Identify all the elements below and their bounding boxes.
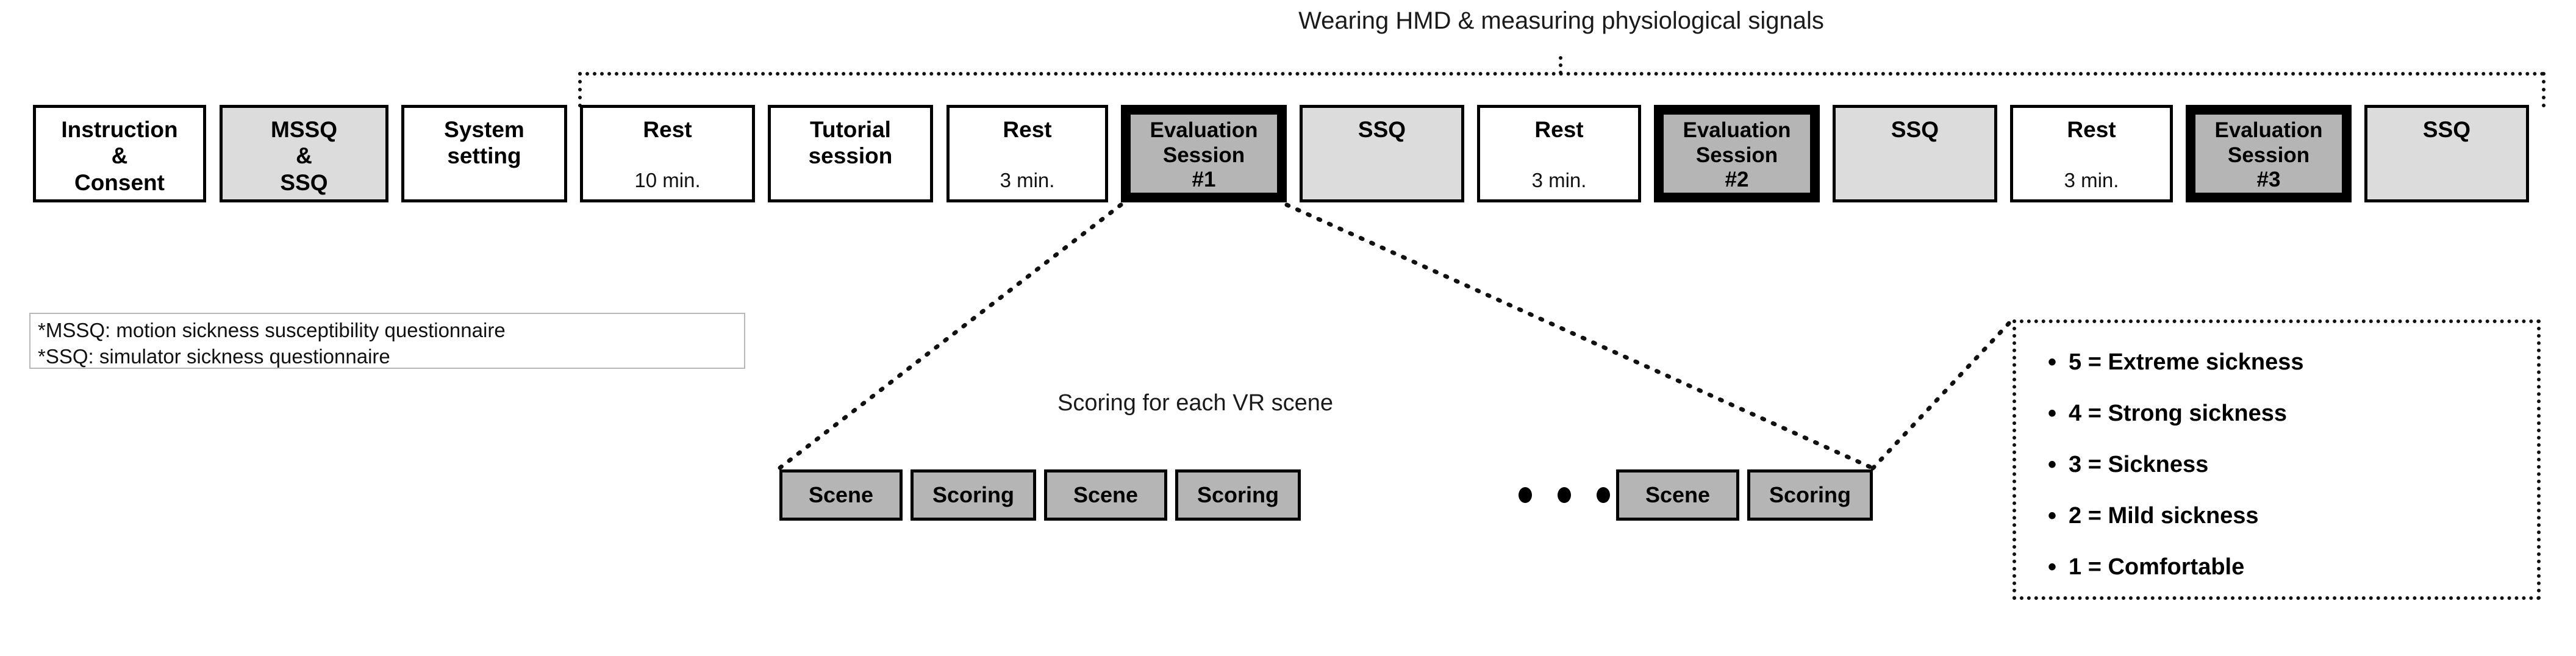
timeline-box-title: SSQ: [1358, 117, 1406, 142]
detail-box-2: Scoring: [911, 469, 1036, 521]
legend-item-label: 3 = Sickness: [2069, 451, 2209, 477]
timeline-box-10: Evaluation Session #2: [1654, 105, 1820, 202]
timeline-box-14: SSQ: [2364, 105, 2529, 202]
timeline-box-title: Rest: [643, 117, 692, 142]
timeline-box-title: SSQ: [1891, 117, 1939, 142]
legend-item-label: 2 = Mild sickness: [2069, 502, 2259, 529]
legend-list: • 5 = Extreme sickness • 4 = Strong sicknes…: [2016, 337, 2537, 593]
timeline-box-title: Evaluation Session #1: [1150, 118, 1258, 192]
detail-box-1: Scene: [779, 469, 903, 521]
timeline-box-title: System setting: [444, 117, 524, 169]
timeline-box-title: Rest: [1534, 117, 1584, 142]
timeline-box-5: Tutorial session: [768, 105, 933, 202]
legend-item-4: • 2 = Mild sickness: [2016, 490, 2537, 541]
legend-bullet-icon: •: [2048, 349, 2057, 376]
hmd-bracket-tick: [1559, 56, 1562, 74]
legend-bullet-icon: •: [2048, 400, 2057, 427]
timeline-box-title: Evaluation Session #2: [1683, 118, 1791, 192]
connector-eval1-left: [777, 202, 1123, 471]
detail-box-4: Scoring: [1175, 469, 1301, 521]
detail-box-3: Scene: [1044, 469, 1167, 521]
legend-bullet-icon: •: [2048, 451, 2057, 478]
timeline-box-8: SSQ: [1300, 105, 1464, 202]
legend-item-label: 5 = Extreme sickness: [2069, 349, 2304, 375]
legend-item-5: • 1 = Comfortable: [2016, 541, 2537, 593]
timeline-box-2: MSSQ & SSQ: [220, 105, 388, 202]
timeline-box-title: Rest: [2067, 117, 2116, 142]
timeline-box-title: SSQ: [2422, 117, 2471, 142]
legend-item-1: • 5 = Extreme sickness: [2016, 337, 2537, 388]
timeline-box-duration: 10 min.: [634, 169, 701, 191]
legend-item-label: 4 = Strong sickness: [2069, 400, 2287, 426]
timeline-box-title: Tutorial session: [808, 117, 893, 169]
timeline-box-4: Rest 10 min.: [580, 105, 755, 202]
timeline-box-9: Rest 3 min.: [1477, 105, 1641, 202]
legend-item-2: • 4 = Strong sickness: [2016, 388, 2537, 439]
timeline-box-title: Instruction & Consent: [61, 117, 178, 195]
timeline-box-1: Instruction & Consent: [33, 105, 206, 202]
legend-bullet-icon: •: [2048, 502, 2057, 529]
connector-scoring-legend: [1870, 317, 2015, 471]
footnote-line-mssq: *MSSQ: motion sickness susceptibility qu…: [38, 319, 506, 341]
timeline-box-duration: 3 min.: [1000, 169, 1055, 191]
timeline-box-11: SSQ: [1833, 105, 1997, 202]
detail-box-5: Scene: [1616, 469, 1739, 521]
timeline-box-12: Rest 3 min.: [2010, 105, 2173, 202]
timeline-box-duration: 3 min.: [2064, 169, 2119, 191]
timeline-box-duration: 3 min.: [1531, 169, 1587, 191]
ellipsis-dot: [1519, 487, 1532, 503]
timeline-box-title: Rest: [1003, 117, 1052, 142]
legend-bullet-icon: •: [2048, 554, 2057, 580]
ellipsis-dot: [1558, 487, 1571, 503]
ellipsis-dot: [1597, 487, 1610, 503]
connector-eval1-right: [1284, 202, 1875, 471]
timeline-box-title: MSSQ & SSQ: [271, 117, 337, 195]
timeline-box-6: Rest 3 min.: [946, 105, 1108, 202]
abbreviation-footnote: *MSSQ: motion sickness susceptibility qu…: [29, 313, 745, 369]
vr-scene-scoring-label: Scoring for each VR scene: [1057, 390, 1333, 416]
sickness-score-legend: • 5 = Extreme sickness • 4 = Strong sicknes…: [2012, 319, 2541, 600]
legend-item-3: • 3 = Sickness: [2016, 439, 2537, 490]
footnote-line-ssq: *SSQ: simulator sickness questionnaire: [38, 344, 390, 368]
timeline-box-3: System setting: [401, 105, 567, 202]
legend-item-label: 1 = Comfortable: [2069, 554, 2245, 580]
hmd-phase-bracket: [578, 72, 2546, 107]
timeline-box-13: Evaluation Session #3: [2186, 105, 2352, 202]
detail-box-6: Scoring: [1747, 469, 1873, 521]
timeline-box-title: Evaluation Session #3: [2214, 118, 2323, 192]
ellipsis-icon: [1519, 469, 1610, 521]
timeline-box-7: Evaluation Session #1: [1121, 105, 1287, 202]
hmd-phase-caption: Wearing HMD & measuring physiological si…: [1298, 7, 1824, 34]
